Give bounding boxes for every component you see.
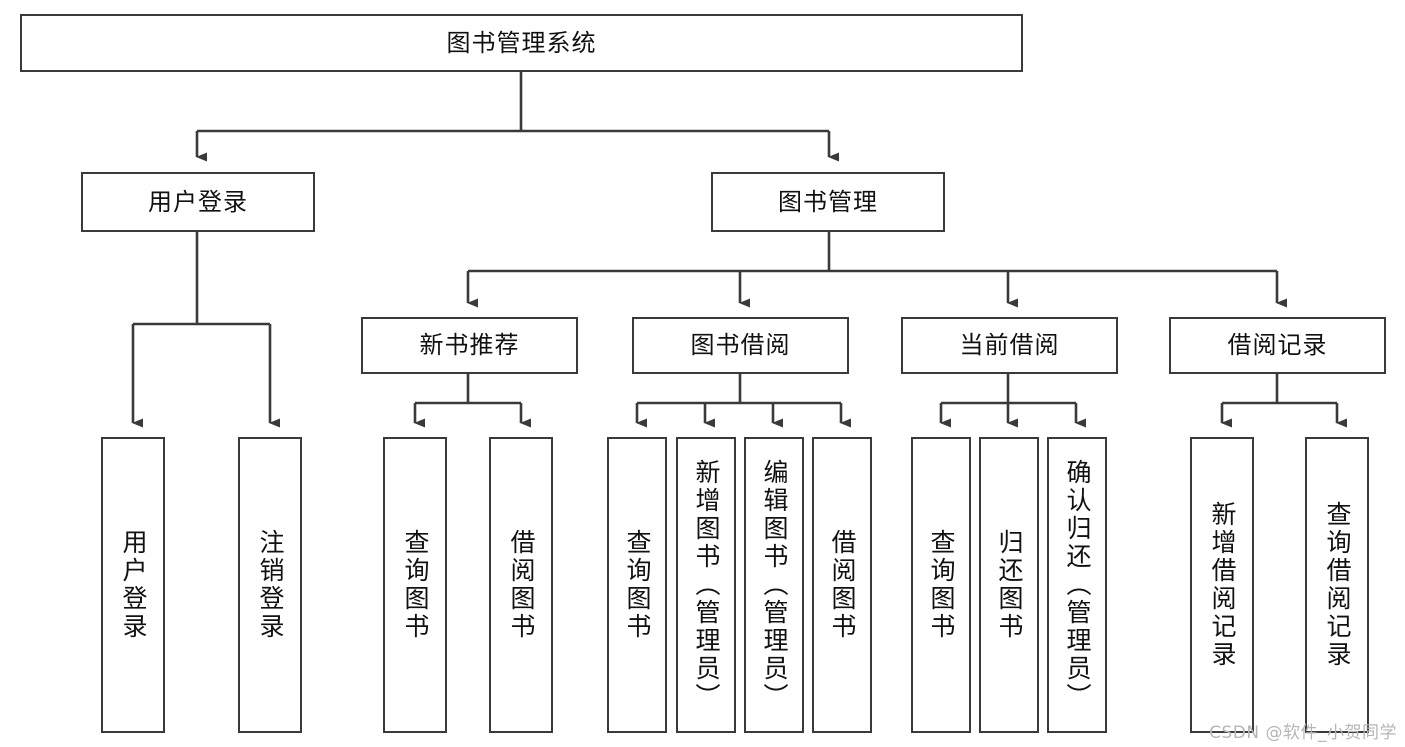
leaf-query-book-newbook[interactable]: 查询图书: [383, 437, 447, 733]
node-label: 新增借阅记录: [1208, 501, 1237, 669]
leaf-return-book[interactable]: 归还图书: [979, 437, 1039, 733]
node-label: 图书管理: [778, 187, 878, 216]
node-book-management[interactable]: 图书管理: [711, 172, 945, 232]
leaf-query-book-borrow[interactable]: 查询图书: [607, 437, 667, 733]
csdn-watermark: CSDN @软件_小贺同学: [1209, 723, 1397, 743]
node-user-login[interactable]: 用户登录: [81, 172, 315, 232]
leaf-query-book-current[interactable]: 查询图书: [911, 437, 971, 733]
leaf-borrow-book-newbook[interactable]: 借阅图书: [489, 437, 553, 733]
leaf-logout[interactable]: 注销登录: [238, 437, 302, 733]
node-label: 用户登录: [119, 529, 148, 641]
leaf-confirm-return-admin[interactable]: 确认归还（管理员）: [1047, 437, 1107, 733]
node-label: 查询借阅记录: [1323, 501, 1352, 669]
node-borrow-records[interactable]: 借阅记录: [1169, 317, 1386, 374]
node-label: 归还图书: [995, 529, 1024, 641]
node-current-borrowing[interactable]: 当前借阅: [901, 317, 1118, 374]
node-label: 查询图书: [927, 529, 956, 641]
leaf-edit-book-admin[interactable]: 编辑图书（管理员）: [744, 437, 804, 733]
node-label: 借阅记录: [1227, 331, 1328, 360]
node-label: 借阅图书: [828, 529, 857, 641]
node-label: 编辑图书（管理员）: [760, 459, 789, 711]
leaf-borrow-book-borrow[interactable]: 借阅图书: [812, 437, 872, 733]
node-label: 图书管理系统: [446, 28, 597, 57]
node-label: 用户登录: [148, 187, 248, 216]
node-label: 注销登录: [256, 529, 285, 641]
node-new-book-recommendation[interactable]: 新书推荐: [361, 317, 578, 374]
node-root-book-management-system[interactable]: 图书管理系统: [20, 14, 1023, 72]
leaf-user-login[interactable]: 用户登录: [101, 437, 165, 733]
node-label: 查询图书: [401, 529, 430, 641]
leaf-query-borrow-record[interactable]: 查询借阅记录: [1305, 437, 1369, 733]
node-label: 当前借阅: [959, 331, 1060, 360]
leaf-add-book-admin[interactable]: 新增图书（管理员）: [676, 437, 736, 733]
node-label: 借阅图书: [507, 529, 536, 641]
node-label: 确认归还（管理员）: [1063, 459, 1092, 711]
node-book-borrowing[interactable]: 图书借阅: [632, 317, 849, 374]
node-label: 新书推荐: [419, 331, 520, 360]
node-label: 查询图书: [623, 529, 652, 641]
node-label: 图书借阅: [690, 331, 791, 360]
node-label: 新增图书（管理员）: [692, 459, 721, 711]
leaf-add-borrow-record[interactable]: 新增借阅记录: [1190, 437, 1254, 733]
